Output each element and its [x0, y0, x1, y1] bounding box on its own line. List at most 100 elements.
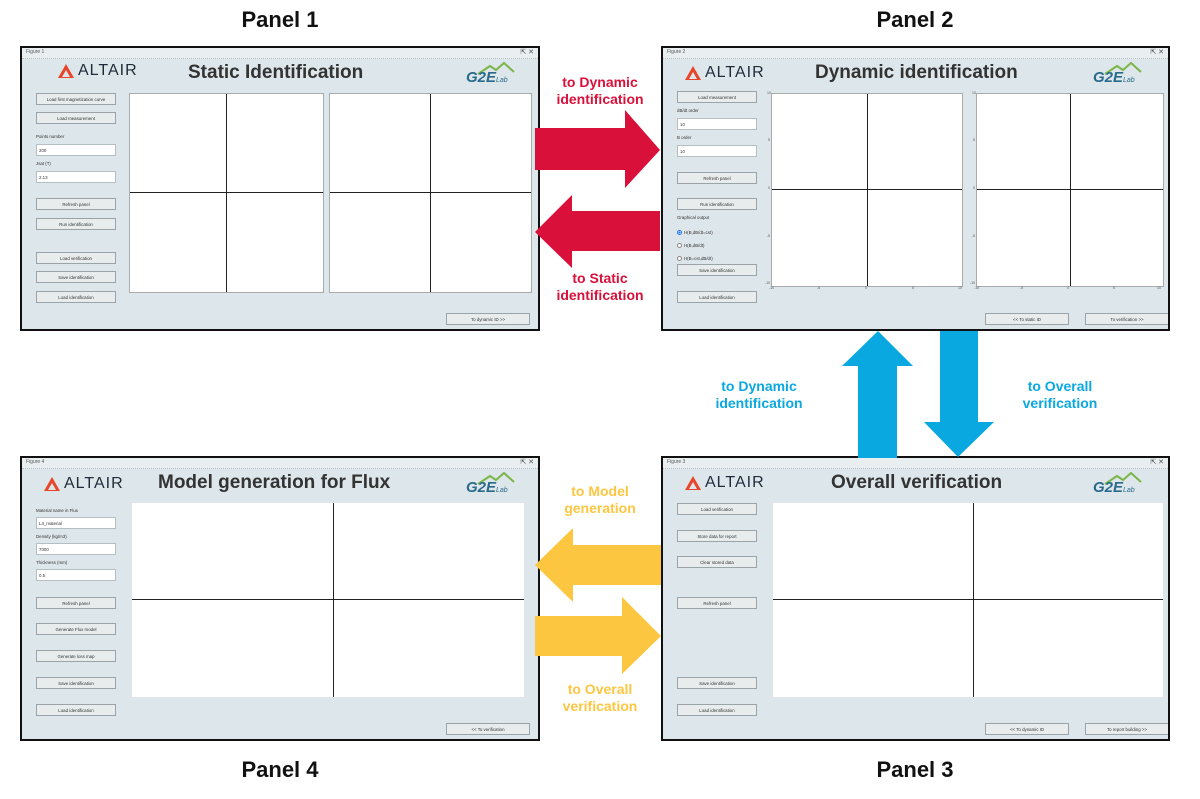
- panel3-window: Figure 3⇱ ✕ ALTAIR Overall verification …: [661, 456, 1170, 741]
- tick-label: -5: [972, 234, 976, 238]
- dbdt-order-label: dB/dt order: [677, 108, 699, 113]
- panel2-window: Figure 2⇱ ✕ ALTAIR Dynamic identificatio…: [661, 46, 1170, 331]
- dynamic-plot-right[interactable]: [976, 93, 1164, 287]
- title-bar: Figure 1⇱ ✕: [22, 48, 538, 59]
- save-identification-button[interactable]: Save identification: [677, 264, 757, 276]
- dbdt-order-input[interactable]: 10: [677, 118, 757, 130]
- tick-label: 0: [1067, 286, 1069, 290]
- tick-label: 5: [1113, 286, 1115, 290]
- y-axis: [1070, 94, 1071, 286]
- load-identification-button[interactable]: Load identification: [677, 291, 757, 303]
- save-identification-button[interactable]: Save identification: [36, 677, 116, 689]
- g2e-text: G2E: [1093, 479, 1124, 496]
- tick-label: -10: [765, 281, 771, 285]
- radio-label: H(B,dB/dt): [684, 243, 705, 248]
- refresh-panel-button[interactable]: Refresh panel: [36, 198, 116, 210]
- window-controls-icon[interactable]: ⇱ ✕: [520, 459, 534, 466]
- window-controls-icon[interactable]: ⇱ ✕: [1150, 49, 1164, 56]
- tick-label: 10: [1157, 286, 1161, 290]
- altair-triangle-icon: [44, 477, 60, 491]
- to-dynamic-id-button[interactable]: To dynamic ID >>: [446, 313, 530, 325]
- tick-label: 5: [912, 286, 914, 290]
- load-measurement-button[interactable]: Load measurement: [36, 112, 116, 124]
- label-to-dynamic-blue: to Dynamic identification: [715, 378, 803, 411]
- arrow-to-dynamic-red: [535, 110, 660, 188]
- tick-label: -5: [1020, 286, 1024, 290]
- mountain-icon: [477, 472, 515, 485]
- page-title: Overall verification: [831, 472, 1003, 493]
- to-dynamic-id-button[interactable]: << To dynamic ID: [985, 723, 1069, 735]
- arrow-to-dynamic-blue: [842, 331, 913, 458]
- radio-db-dt-cst[interactable]: H(B,dB/dt=cst): [677, 230, 713, 235]
- load-first-magnetization-button[interactable]: Load first magnetization curve: [36, 93, 116, 105]
- radio-icon: [677, 256, 682, 261]
- window-controls-icon[interactable]: ⇱ ✕: [1150, 459, 1164, 466]
- to-verification-button[interactable]: To verification >>: [1085, 313, 1168, 325]
- altair-logo: ALTAIR: [685, 64, 765, 82]
- g2e-lab-text: Lab: [496, 77, 508, 84]
- altair-logo: ALTAIR: [685, 474, 765, 492]
- panel4-caption: Panel 4: [241, 757, 319, 782]
- tick-label: 0: [768, 186, 770, 190]
- to-verification-button[interactable]: << To verification: [446, 723, 530, 735]
- title-bar: Figure 4⇱ ✕: [22, 458, 538, 469]
- refresh-panel-button[interactable]: Refresh panel: [677, 172, 757, 184]
- refresh-panel-button[interactable]: Refresh panel: [677, 597, 757, 609]
- generate-flux-model-button[interactable]: Generate Flux model: [36, 623, 116, 635]
- altair-text: ALTAIR: [705, 64, 765, 81]
- load-measurement-button[interactable]: Load measurement: [677, 91, 757, 103]
- b-order-input[interactable]: 10: [677, 145, 757, 157]
- static-plot-left[interactable]: [129, 93, 324, 293]
- label-to-static-red: to Static identification: [556, 270, 644, 303]
- run-identification-button[interactable]: Run identification: [677, 198, 757, 210]
- refresh-panel-button[interactable]: Refresh panel: [36, 597, 116, 609]
- title-bar: Figure 2⇱ ✕: [663, 48, 1168, 59]
- window-controls-icon[interactable]: ⇱ ✕: [520, 49, 534, 56]
- altair-text: ALTAIR: [64, 475, 124, 492]
- jsat-input[interactable]: 2.13: [36, 171, 116, 183]
- verification-plot[interactable]: [773, 503, 1163, 697]
- load-identification-button[interactable]: Load identification: [36, 291, 116, 303]
- altair-triangle-icon: [685, 476, 701, 490]
- g2e-text: G2E: [1093, 69, 1124, 86]
- density-input[interactable]: 7000: [36, 543, 116, 555]
- thickness-input[interactable]: 0.5: [36, 569, 116, 581]
- load-verification-button[interactable]: Load verification: [677, 503, 757, 515]
- panel4-window: Figure 4⇱ ✕ ALTAIR Model generation for …: [20, 456, 540, 741]
- run-identification-button[interactable]: Run identification: [36, 218, 116, 230]
- arrow-to-overall-yellow: [535, 597, 661, 674]
- store-data-button[interactable]: Store data for report: [677, 530, 757, 542]
- mountain-icon: [1104, 62, 1142, 75]
- tick-label: 0: [865, 286, 867, 290]
- radio-b-cst[interactable]: H(B=cst,dB/dt): [677, 256, 713, 261]
- tick-label: 5: [768, 138, 770, 142]
- to-report-building-button[interactable]: To report building >>: [1085, 723, 1168, 735]
- title-bar: Figure 3⇱ ✕: [663, 458, 1168, 469]
- generate-loss-map-button[interactable]: Generate loss map: [36, 650, 116, 662]
- static-plot-right[interactable]: [329, 93, 532, 293]
- tick-label: 10: [767, 91, 771, 95]
- to-static-id-button[interactable]: << To static ID: [985, 313, 1069, 325]
- save-identification-button[interactable]: Save identification: [677, 677, 757, 689]
- load-identification-button[interactable]: Load identification: [677, 704, 757, 716]
- load-verification-button[interactable]: Load verification: [36, 252, 116, 264]
- panel1-window: Figure 1⇱ ✕ ALTAIR Static Identification…: [20, 46, 540, 331]
- load-identification-button[interactable]: Load identification: [36, 704, 116, 716]
- dynamic-plot-left[interactable]: [771, 93, 963, 287]
- model-plot[interactable]: [132, 503, 524, 697]
- y-axis: [867, 94, 868, 286]
- radio-db-dt[interactable]: H(B,dB/dt): [677, 243, 705, 248]
- save-identification-button[interactable]: Save identification: [36, 271, 116, 283]
- label-to-model-yellow: to Model generation: [564, 483, 636, 516]
- g2e-lab-text: Lab: [496, 487, 508, 494]
- panel3-caption: Panel 3: [876, 757, 954, 782]
- clear-stored-data-button[interactable]: Clear stored data: [677, 556, 757, 568]
- material-name-input[interactable]: L3_material: [36, 517, 116, 529]
- points-number-input[interactable]: 200: [36, 144, 116, 156]
- label-to-overall-blue: to Overall verification: [1022, 378, 1098, 411]
- tick-label: 10: [972, 91, 976, 95]
